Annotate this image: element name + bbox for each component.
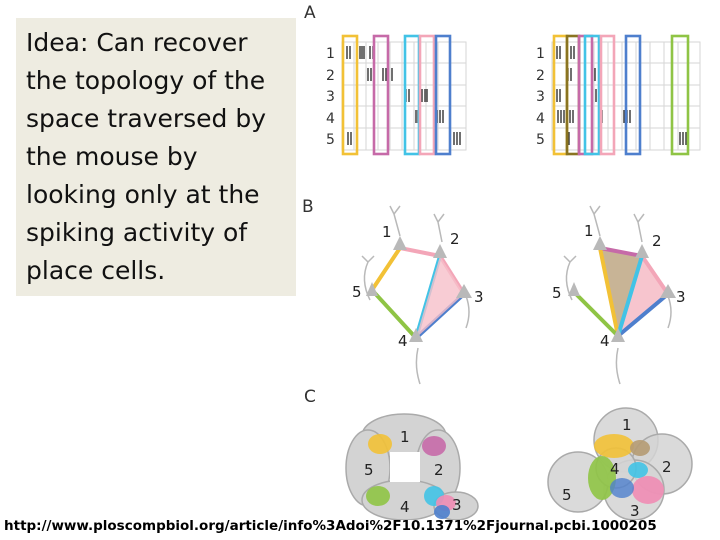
- row-label-5: 5: [536, 132, 545, 148]
- row-label-5: 5: [326, 132, 335, 148]
- row-label-1: 1: [326, 46, 335, 62]
- field-label-2: 2: [434, 461, 444, 479]
- source-url-caption: http://www.ploscompbiol.org/article/info…: [4, 518, 657, 534]
- panel-label-b: B: [302, 197, 314, 217]
- row-label-2: 2: [326, 68, 335, 84]
- place-fields-right: 1 2 3 4 5: [547, 407, 693, 520]
- row-label-1: 1: [536, 46, 545, 62]
- node-label-5: 5: [352, 283, 362, 301]
- field-label-1: 1: [622, 416, 632, 434]
- node-label-5: 5: [552, 284, 562, 302]
- idea-text-box: Idea: Can recover the topology of the sp…: [16, 18, 296, 296]
- field-label-4: 4: [400, 498, 410, 516]
- field-label-5: 5: [562, 486, 572, 504]
- row-label-3: 3: [326, 89, 335, 105]
- node-label-4: 4: [398, 332, 408, 350]
- row-label-2: 2: [536, 68, 545, 84]
- raster-grid-left: 1 2 3 4 5: [326, 34, 467, 156]
- field-label-4: 4: [610, 460, 620, 478]
- row-label-3: 3: [536, 89, 545, 105]
- node-label-1: 1: [584, 222, 594, 240]
- place-fields-left: 1 2 3 4 5: [345, 413, 479, 520]
- node-label-4: 4: [600, 332, 610, 350]
- panel-label-c: C: [304, 387, 316, 407]
- field-label-3: 3: [630, 502, 640, 520]
- panel-label-a: A: [304, 3, 316, 23]
- node-label-3: 3: [676, 288, 686, 306]
- raster-grid-right: 1 2 3 4 5: [536, 34, 701, 156]
- row-label-4: 4: [536, 111, 545, 127]
- figure-topology: A B C: [302, 3, 701, 520]
- row-label-4: 4: [326, 111, 335, 127]
- field-label-2: 2: [662, 458, 672, 476]
- node-label-2: 2: [450, 230, 460, 248]
- field-label-5: 5: [364, 461, 374, 479]
- nerve-graph-left: 1 2 3 4 5: [352, 205, 484, 385]
- field-label-1: 1: [400, 428, 410, 446]
- node-label-3: 3: [474, 288, 484, 306]
- node-label-2: 2: [652, 232, 662, 250]
- nerve-graph-right: 1 2 3 4 5: [552, 205, 686, 385]
- field-label-3: 3: [452, 496, 462, 514]
- idea-text: Idea: Can recover the topology of the sp…: [26, 28, 267, 285]
- node-label-1: 1: [382, 223, 392, 241]
